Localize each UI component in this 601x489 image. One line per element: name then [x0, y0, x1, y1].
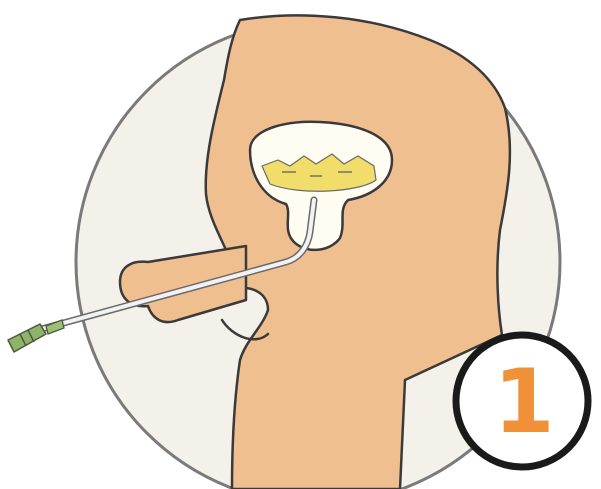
catheter-hub — [8, 320, 64, 352]
step-number: 1 — [493, 350, 554, 453]
step-badge: 1 — [456, 335, 588, 467]
